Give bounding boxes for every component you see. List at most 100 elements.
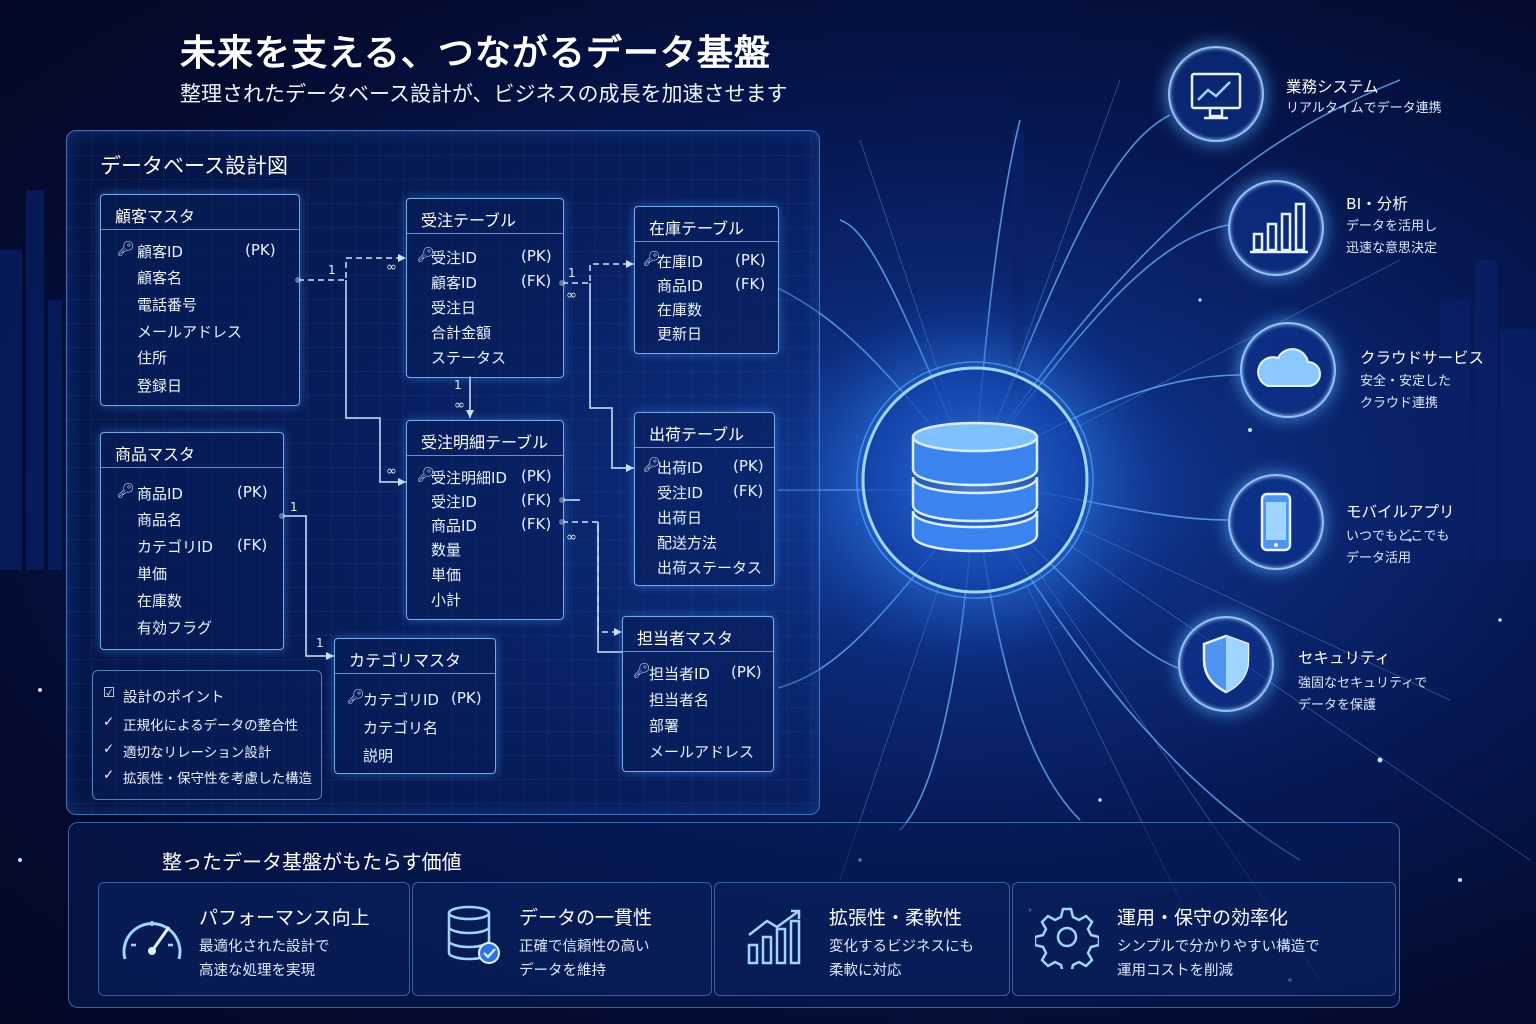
service-mobile-app[interactable] (1228, 474, 1324, 570)
cardinality-many: ∞ (566, 530, 577, 545)
key-icon: 🔑︎ (633, 663, 651, 679)
service-desc: データを保護 (1298, 698, 1377, 713)
key-icon: 🔑︎ (417, 467, 435, 483)
field-name: 在庫ID (657, 253, 703, 271)
field-name: カテゴリ名 (363, 719, 439, 737)
service-cloud[interactable] (1240, 322, 1336, 418)
field-name: 受注ID (431, 249, 477, 267)
field-name: 説明 (363, 747, 394, 765)
design-points-title: 設計のポイント (123, 690, 225, 706)
service-desc: クラウド連携 (1360, 396, 1439, 411)
growth-chart-icon (747, 909, 801, 965)
design-point-item: 適切なリレーション設計 (123, 745, 272, 761)
service-desc: リアルタイムでデータ連携 (1286, 101, 1442, 116)
value-section-title: 整ったデータ基盤がもたらす価値 (162, 850, 462, 874)
field-tag: (PK) (521, 247, 552, 265)
key-icon: 🔑︎ (643, 251, 661, 267)
field-tag: (PK) (731, 663, 762, 681)
service-business-system[interactable] (1168, 46, 1264, 142)
field-tag: (FK) (521, 272, 552, 290)
table-name: 商品マスタ (101, 433, 283, 468)
field-name: 在庫数 (137, 592, 183, 610)
field-name: 出荷ステータス (657, 559, 763, 577)
service-security[interactable] (1178, 616, 1274, 712)
key-icon: 🔑︎ (117, 483, 135, 499)
check-icon: ✓ (103, 767, 115, 783)
value-card-desc: 運用コストを削減 (1117, 963, 1233, 979)
check-icon: ✓ (103, 714, 115, 730)
value-card-title: 運用・保守の効率化 (1117, 907, 1289, 929)
field-name: 担当者ID (649, 665, 710, 683)
value-card-consistency: データの一貫性 正確で信頼性の高い データを維持 (412, 882, 712, 996)
value-card-desc: 変化するビジネスにも (829, 939, 974, 955)
field-tag: (FK) (521, 491, 552, 509)
value-card-operations: 運用・保守の効率化 シンプルで分かりやすい構造で 運用コストを削減 (1012, 882, 1396, 996)
field-name: 単価 (137, 565, 168, 583)
field-tag: (FK) (733, 482, 764, 500)
check-icon: ✓ (103, 741, 115, 757)
field-name: 受注日 (431, 299, 477, 317)
field-name: 出荷ID (657, 459, 703, 477)
table-name: 受注テーブル (407, 199, 563, 234)
table-customer-master[interactable]: 顧客マスタ 🔑︎顧客ID(PK) 顧客名 電話番号 メールアドレス 住所 登録日 (100, 194, 300, 406)
table-name: 出荷テーブル (635, 413, 774, 448)
table-staff-master[interactable]: 担当者マスタ 🔑︎担当者ID(PK) 担当者名 部署 メールアドレス (622, 616, 774, 772)
field-name: メールアドレス (137, 323, 243, 341)
value-card-title: データの一貫性 (519, 907, 653, 929)
table-orders[interactable]: 受注テーブル 🔑︎受注ID(PK) 顧客ID(FK) 受注日 合計金額 ステータ… (406, 198, 564, 378)
value-card-title: 拡張性・柔軟性 (829, 907, 963, 929)
field-name: 有効フラグ (137, 619, 213, 637)
database-check-icon (447, 905, 500, 964)
service-bi-analytics[interactable] (1228, 180, 1324, 276)
table-order-details[interactable]: 受注明細テーブル 🔑︎受注明細ID(PK) 受注ID(FK) 商品ID(FK) … (406, 420, 564, 620)
field-name: 顧客ID (137, 243, 183, 261)
er-diagram-title: データベース設計図 (100, 154, 288, 178)
service-title: BI・分析 (1346, 195, 1408, 213)
value-card-desc: 正確で信頼性の高い (519, 939, 650, 955)
field-name: 数量 (431, 541, 462, 559)
table-shipping[interactable]: 出荷テーブル 🔑︎出荷ID(PK) 受注ID(FK) 出荷日 配送方法 出荷ステ… (634, 412, 775, 586)
field-name: 顧客ID (431, 274, 477, 292)
table-name: 顧客マスタ (101, 195, 299, 230)
key-icon: 🔑︎ (417, 247, 435, 263)
value-card-title: パフォーマンス向上 (199, 907, 370, 929)
speedometer-icon (122, 921, 182, 960)
value-card-desc: 柔軟に対応 (829, 963, 902, 979)
field-name: カテゴリID (363, 691, 439, 709)
table-inventory[interactable]: 在庫テーブル 🔑︎在庫ID(PK) 商品ID(FK) 在庫数 更新日 (634, 206, 779, 354)
cardinality-one: 1 (328, 263, 336, 277)
cardinality-one: 1 (316, 636, 324, 650)
bar-chart-icon (1250, 202, 1308, 254)
value-card-scalability: 拡張性・柔軟性 変化するビジネスにも 柔軟に対応 (714, 882, 1010, 996)
service-title: セキュリティ (1298, 649, 1391, 667)
table-name: 受注明細テーブル (407, 421, 563, 456)
value-section (68, 822, 1400, 1008)
table-name: 担当者マスタ (623, 617, 773, 652)
field-name: メールアドレス (649, 743, 755, 761)
field-name: 商品ID (137, 485, 183, 503)
design-points-box: ☑ 設計のポイント ✓ 正規化によるデータの整合性 ✓ 適切なリレーション設計 … (92, 670, 322, 800)
monitor-chart-icon (1190, 72, 1242, 120)
field-tag: (FK) (521, 515, 552, 533)
service-desc: 迅速な意思決定 (1346, 241, 1438, 256)
table-category-master[interactable]: カテゴリマスタ 🔑︎カテゴリID(PK) カテゴリ名 説明 (334, 638, 496, 774)
cloud-icon (1257, 348, 1321, 387)
field-tag: (FK) (735, 275, 766, 293)
check-square-icon: ☑ (103, 685, 116, 701)
field-name: 電話番号 (137, 296, 198, 314)
field-name: 商品ID (657, 277, 703, 295)
service-title: クラウドサービス (1360, 349, 1485, 367)
cardinality-one: 1 (454, 378, 462, 392)
cardinality-many: ∞ (386, 464, 397, 479)
service-title: モバイルアプリ (1346, 503, 1455, 521)
field-name: 更新日 (657, 325, 703, 343)
key-icon: 🔑︎ (347, 689, 365, 705)
design-point-item: 正規化によるデータの整合性 (123, 718, 299, 734)
field-name: 住所 (137, 349, 168, 367)
service-desc: データを活用し (1346, 219, 1438, 234)
value-card-desc: 最適化された設計で (199, 939, 330, 955)
value-card-desc: シンプルで分かりやすい構造で (1117, 939, 1320, 955)
field-tag: (PK) (245, 241, 276, 259)
table-product-master[interactable]: 商品マスタ 🔑︎商品ID(PK) 商品名 カテゴリID(FK) 単価 在庫数 有… (100, 432, 284, 650)
value-card-desc: データを維持 (519, 963, 606, 979)
